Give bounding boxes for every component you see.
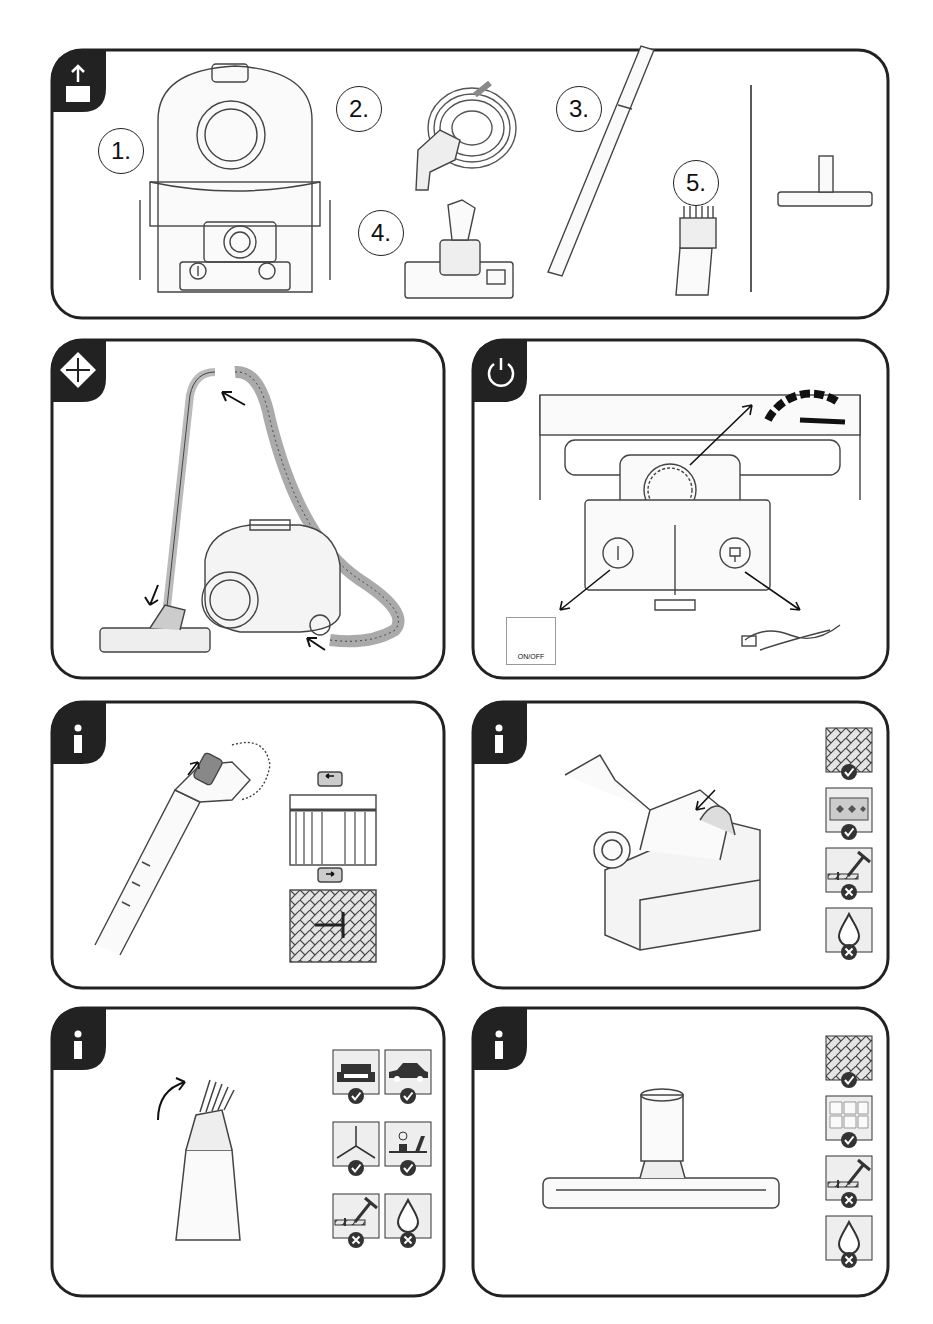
button-label-box: ON/OFF (506, 617, 556, 665)
callout-text: 3. (569, 95, 589, 123)
callout-text: 4. (371, 219, 391, 247)
callout-number: 3. (556, 86, 602, 132)
callout-number: 4. (358, 210, 404, 256)
callout-number: 5. (673, 160, 719, 206)
callout-number: 1. (98, 128, 144, 174)
callout-text: 1. (111, 137, 131, 165)
button-label: ON/OFF (518, 653, 544, 660)
callout-text: 5. (686, 169, 706, 197)
callout-number: 2. (336, 86, 382, 132)
callout-text: 2. (349, 95, 369, 123)
